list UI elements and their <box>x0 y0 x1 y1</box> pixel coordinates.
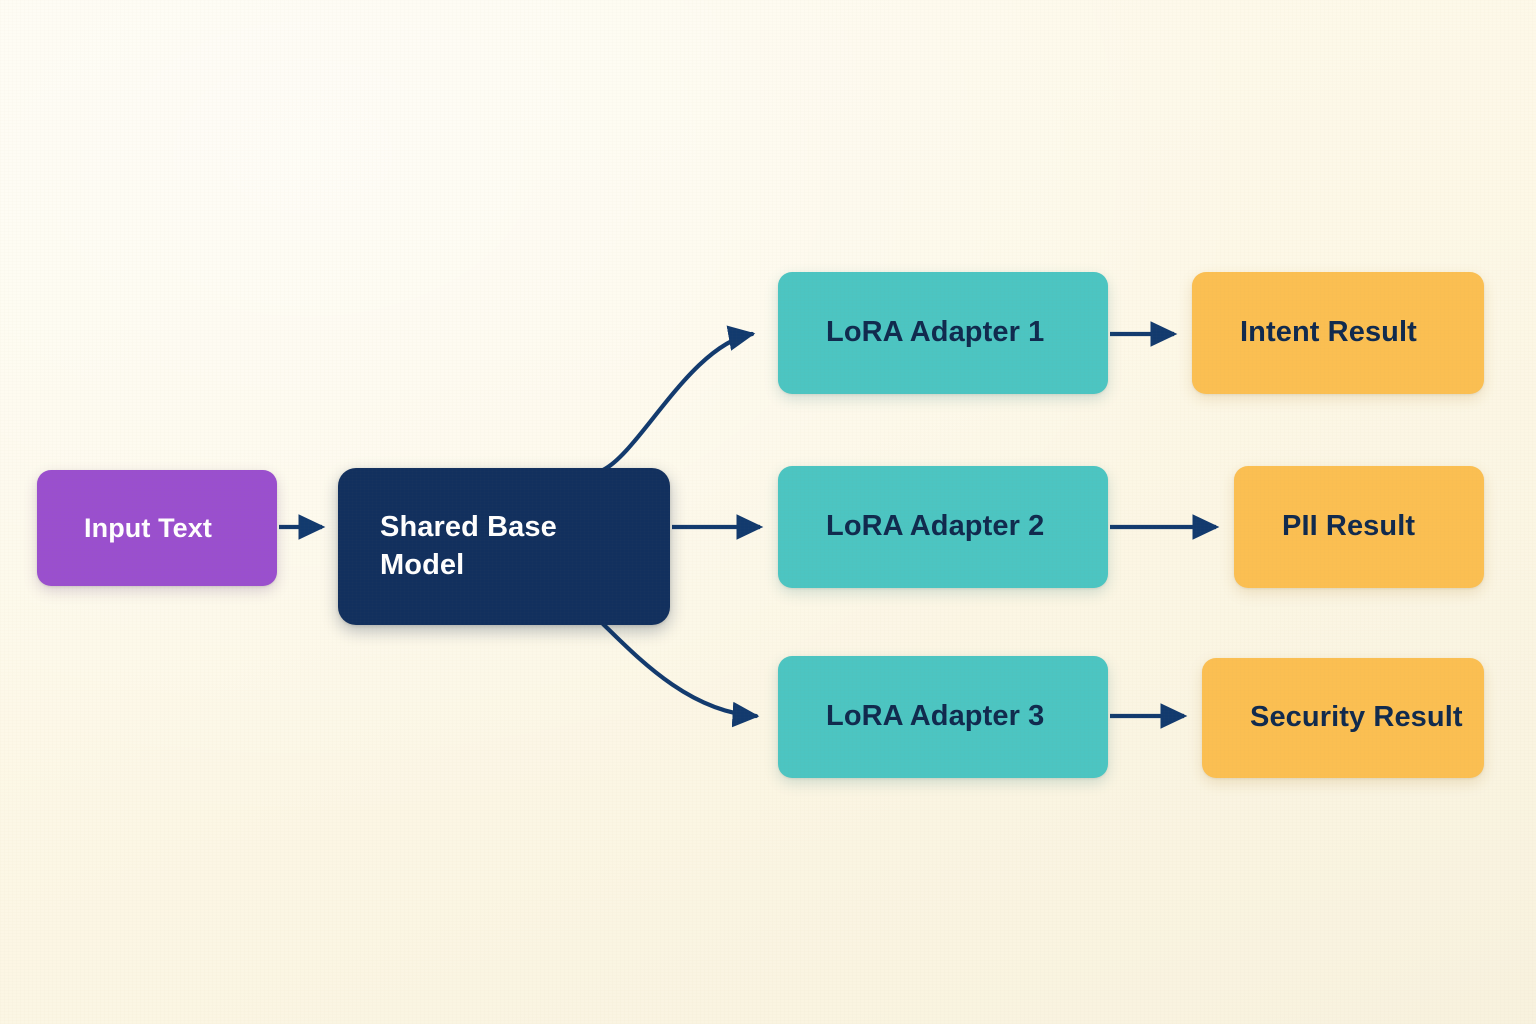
node-input-text[interactable]: Input Text <box>37 470 277 586</box>
edge-base-to-adapter-3 <box>600 621 760 728</box>
node-lora-adapter-3[interactable]: LoRA Adapter 3 <box>778 656 1108 778</box>
node-intent-result[interactable]: Intent Result <box>1192 272 1484 394</box>
node-security-result[interactable]: Security Result <box>1202 658 1484 778</box>
node-shared-base-model-label: Shared Base Model <box>380 511 557 581</box>
node-lora-adapter-1[interactable]: LoRA Adapter 1 <box>778 272 1108 394</box>
node-shared-base-model[interactable]: Shared Base Model <box>338 468 670 625</box>
node-lora-adapter-2-label: LoRA Adapter 2 <box>826 510 1045 543</box>
node-pii-result[interactable]: PII Result <box>1234 466 1484 588</box>
node-security-result-label: Security Result <box>1250 701 1463 734</box>
node-lora-adapter-1-label: LoRA Adapter 1 <box>826 316 1045 349</box>
edge-base-to-adapter-1 <box>600 325 756 473</box>
node-pii-result-label: PII Result <box>1282 510 1416 543</box>
node-lora-adapter-2[interactable]: LoRA Adapter 2 <box>778 466 1108 588</box>
node-intent-result-label: Intent Result <box>1240 316 1417 349</box>
node-input-text-label: Input Text <box>84 512 212 543</box>
node-lora-adapter-3-label: LoRA Adapter 3 <box>826 700 1045 733</box>
